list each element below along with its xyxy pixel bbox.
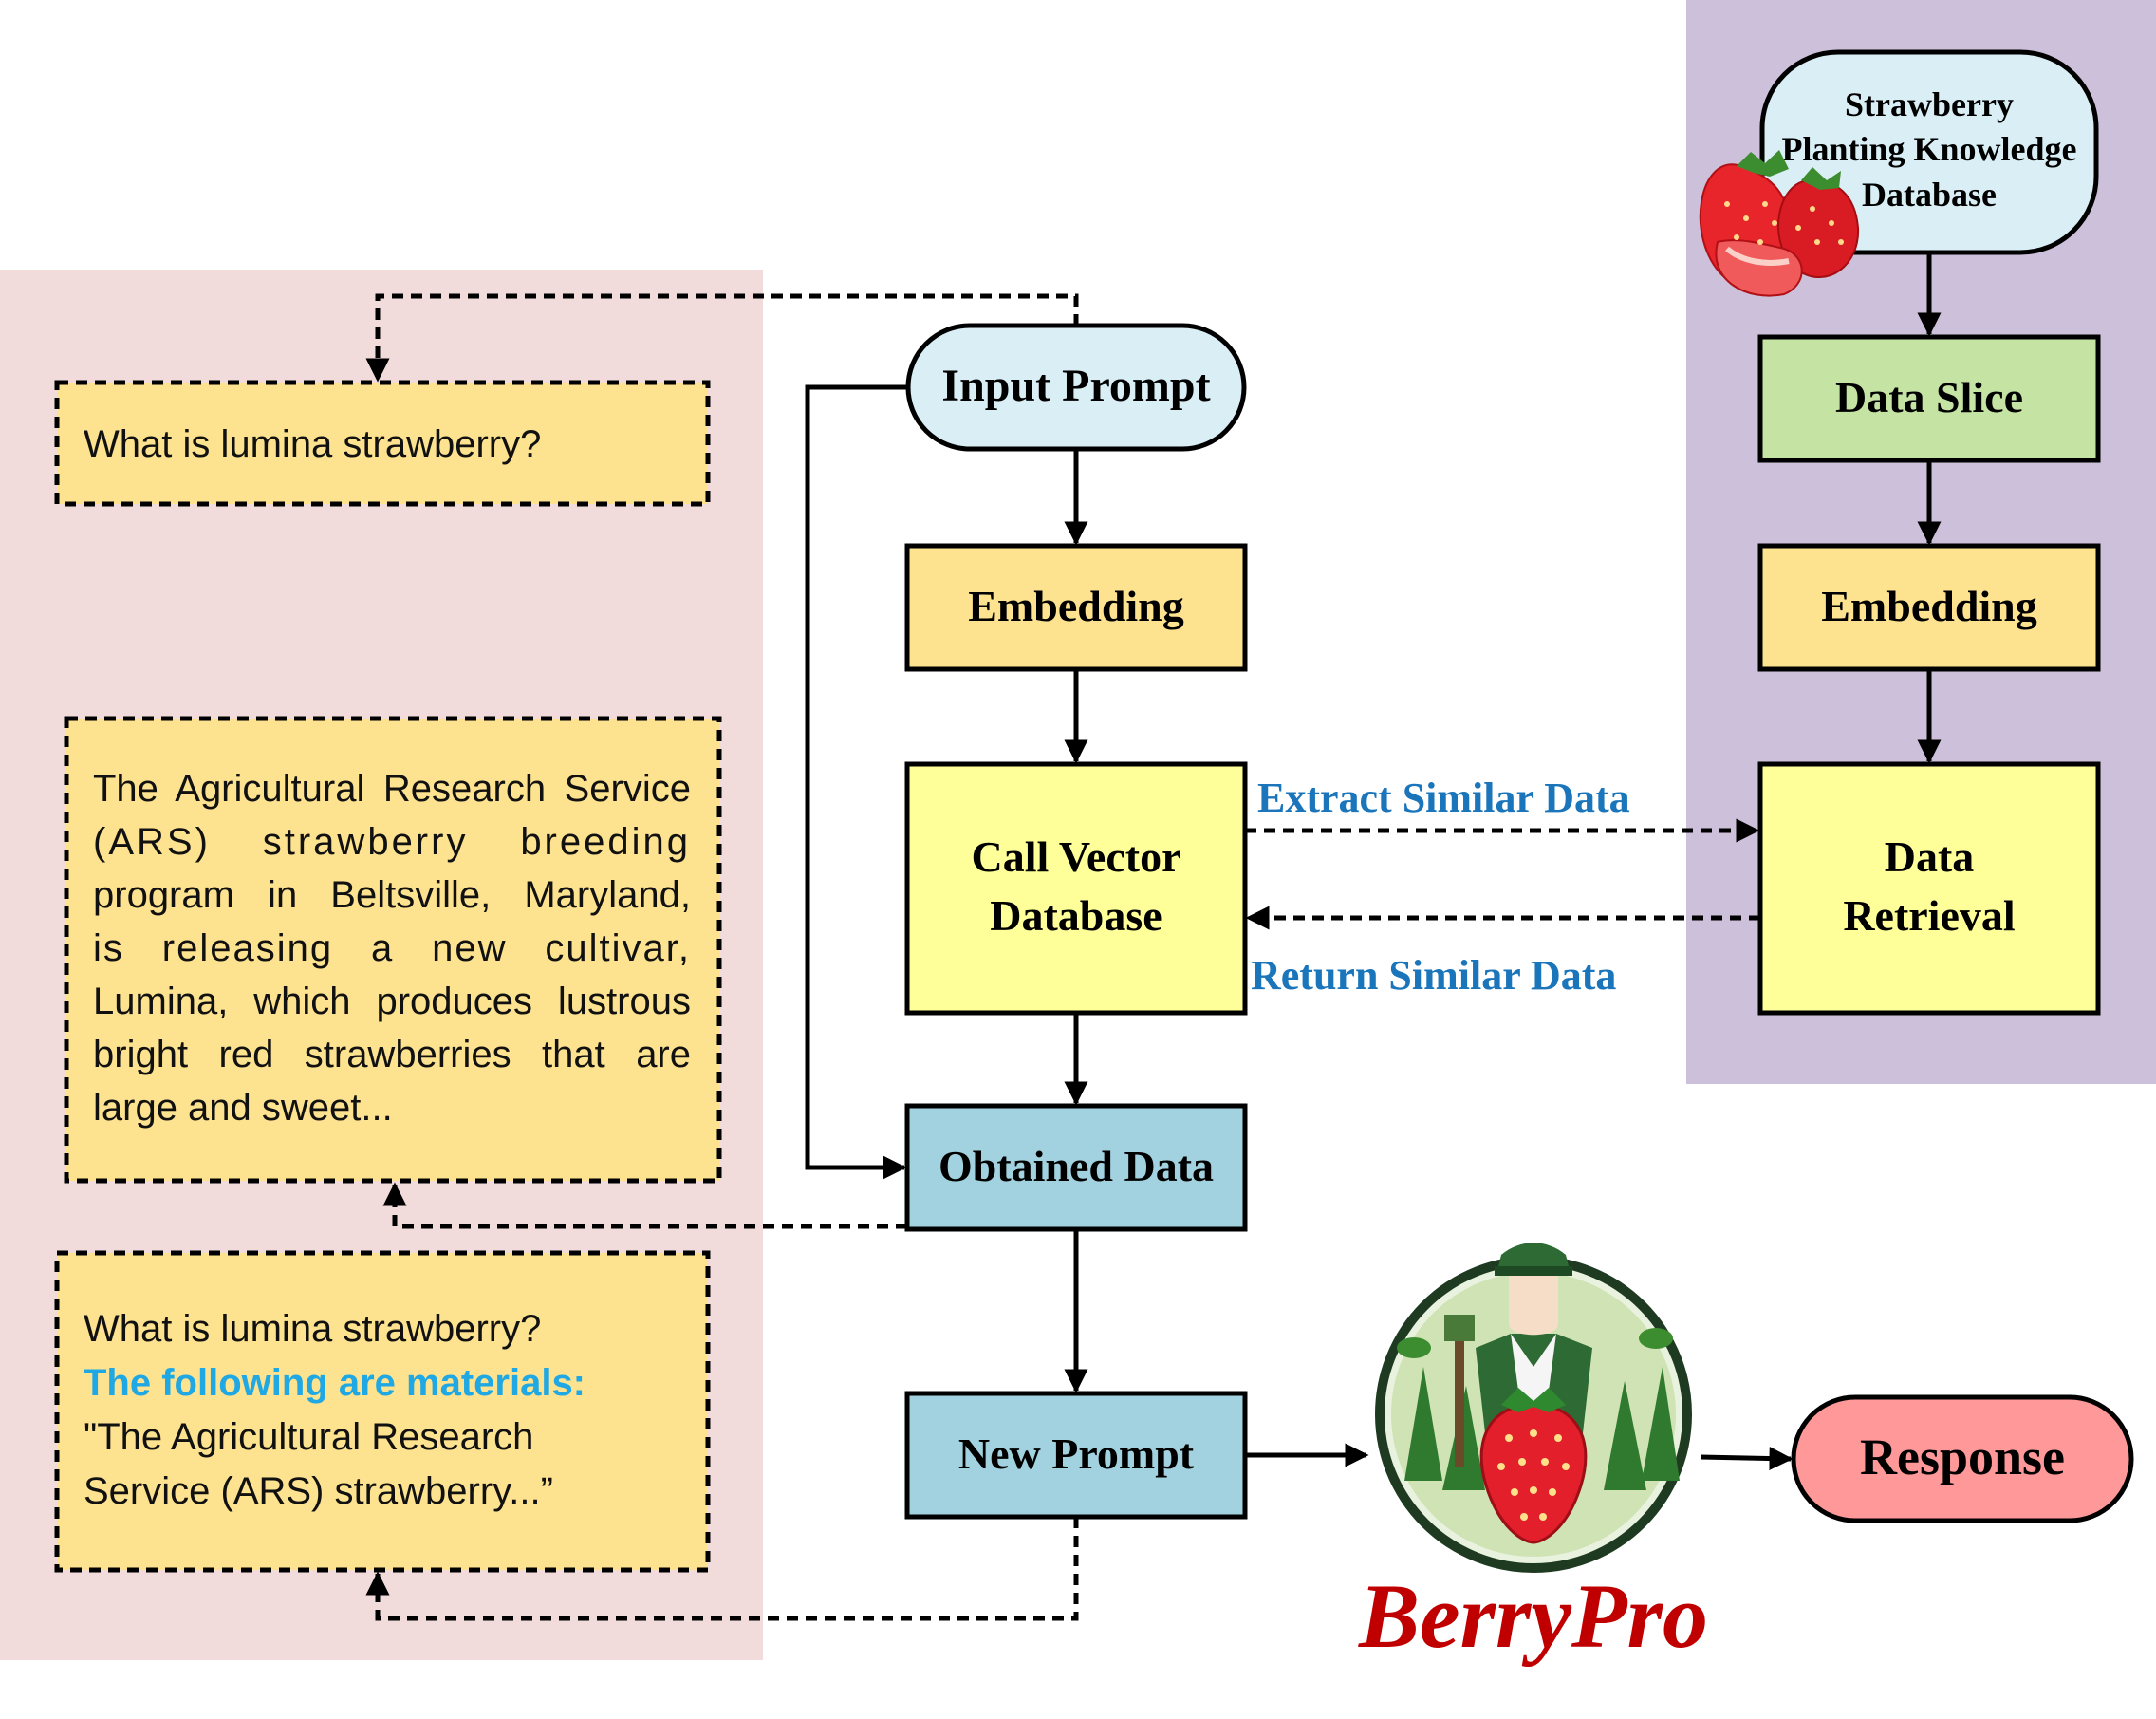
question-context-box: [54, 380, 711, 507]
return-similar-data-label: Return Similar Data: [1251, 952, 1616, 999]
strawberries-icon: [1699, 150, 1860, 297]
data-retrieval-node: [1757, 761, 2101, 1016]
brand-name: BerryPro: [1358, 1565, 1708, 1667]
arrow-input-bypass: [805, 384, 908, 1180]
augmented-question: What is lumina strawberry?: [84, 1308, 542, 1350]
retrieved-line: (ARS) strawberry breeding: [93, 821, 691, 863]
dashed-input-to-question: [365, 293, 1079, 383]
augmented-prompt-text: What is lumina strawberry? The following…: [84, 1302, 585, 1519]
knowledge-db-label-2: Planting Knowledge: [1781, 130, 2076, 168]
retrieved-line: bright red strawberries that are: [93, 1034, 691, 1075]
retrieved-passage: The Agricultural Research Service (ARS) …: [93, 762, 691, 1134]
new-prompt-label: New Prompt: [958, 1429, 1195, 1478]
farmer-strawberry-logo-icon: [1375, 1243, 1692, 1573]
obtained-data-label: Obtained Data: [939, 1142, 1214, 1190]
augmented-materials-heading: The following are materials:: [84, 1362, 586, 1404]
data-retrieval-label-1: Data: [1885, 832, 1975, 881]
retrieved-line: Lumina, which produces lustrous: [93, 981, 691, 1022]
knowledge-db-label-1: Strawberry: [1845, 85, 2014, 123]
embedding-right-node: [1757, 543, 2101, 672]
call-vector-db-label-1: Call Vector: [971, 832, 1180, 881]
retrieved-line: large and sweet...: [93, 1087, 393, 1129]
embedding-left-node: [904, 543, 1248, 672]
retrieved-line: program in Beltsville, Maryland,: [93, 874, 691, 916]
augmented-material-line: Service (ARS) strawberry...”: [84, 1470, 553, 1512]
data-retrieval-label-2: Retrieval: [1843, 891, 2015, 940]
knowledge-db-label-3: Database: [1862, 176, 1997, 214]
obtained-data-node: [904, 1103, 1248, 1232]
dashed-obtained-to-retrieved: [382, 1182, 907, 1229]
call-vector-db-node: [904, 761, 1248, 1016]
retrieved-line: The Agricultural Research Service: [93, 768, 691, 810]
dashed-newprompt-to-augmented: [365, 1517, 1079, 1621]
arrow-model-to-response: [1700, 1447, 1794, 1471]
input-prompt-label: Input Prompt: [941, 361, 1210, 411]
data-slice-node: [1757, 334, 2101, 463]
call-vector-db-label-2: Database: [990, 891, 1162, 940]
response-label: Response: [1860, 1429, 2065, 1485]
augmented-material-line: "The Agricultural Research: [84, 1416, 534, 1458]
embedding-left-label: Embedding: [968, 582, 1184, 630]
extract-similar-data-label: Extract Similar Data: [1257, 775, 1630, 821]
question-text: What is lumina strawberry?: [84, 423, 542, 465]
augmented-prompt-box: [54, 1250, 711, 1573]
retrieved-context-box: [64, 716, 722, 1184]
embedding-right-label: Embedding: [1821, 582, 2037, 630]
data-slice-label: Data Slice: [1835, 373, 2023, 421]
response-node: [1791, 1394, 2134, 1523]
retrieved-line: is releasing a new cultivar,: [93, 927, 691, 969]
